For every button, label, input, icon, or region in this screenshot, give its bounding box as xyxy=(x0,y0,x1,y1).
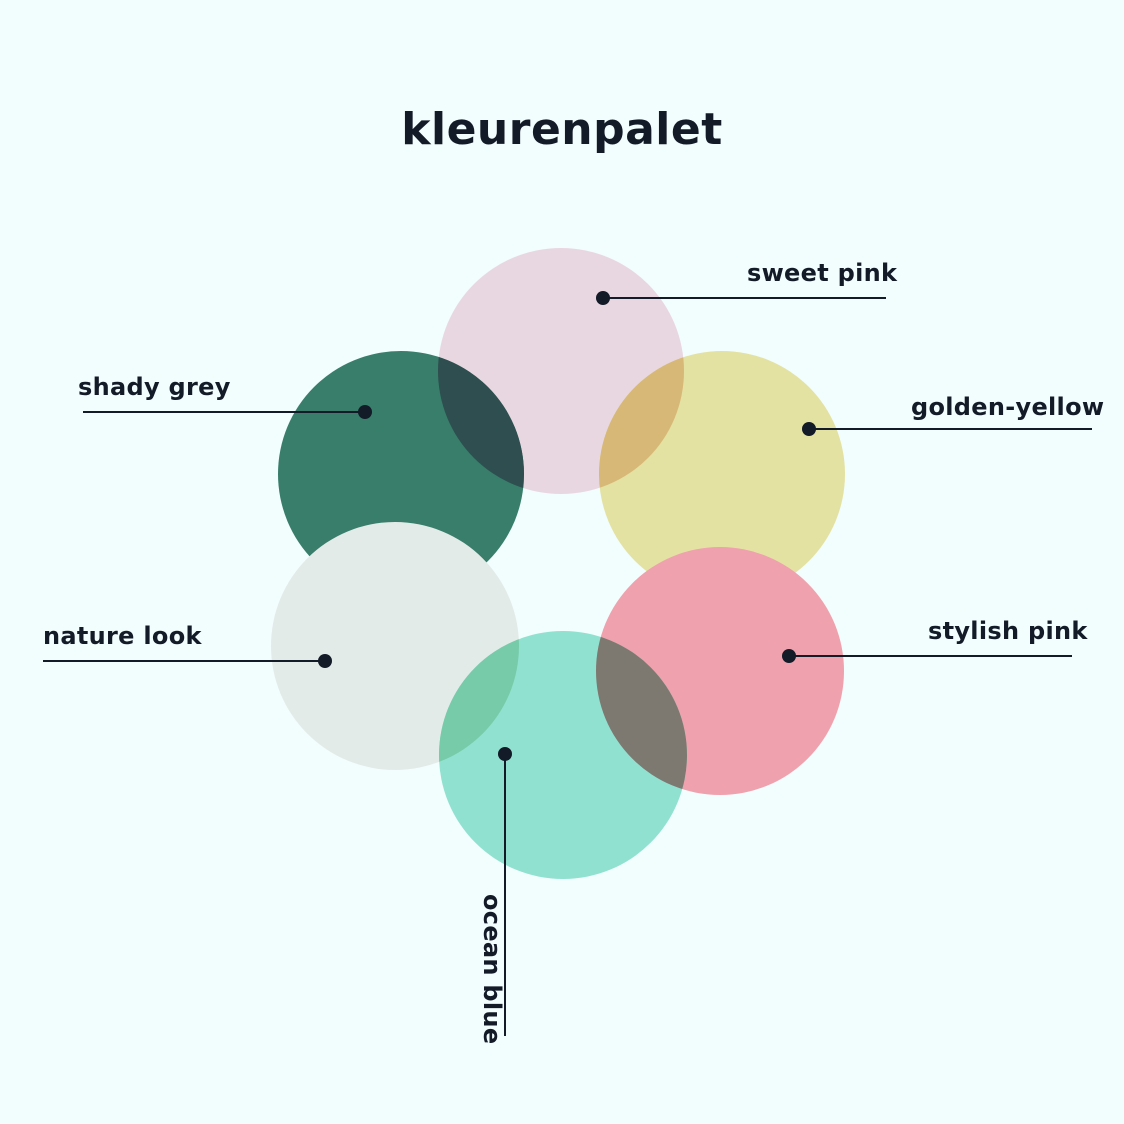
ocean-blue-label: ocean blue xyxy=(478,894,506,1045)
stylish-pink-dot xyxy=(782,649,796,663)
stylish-pink-label: stylish pink xyxy=(928,617,1088,645)
shady-grey-dot xyxy=(358,405,372,419)
shady-grey-label: shady grey xyxy=(78,373,231,401)
overlap-sweet-golden xyxy=(599,351,684,494)
sweet-pink-dot xyxy=(596,291,610,305)
golden-yellow-dot xyxy=(802,422,816,436)
ocean-blue-dot xyxy=(498,747,512,761)
page-title: kleurenpalet xyxy=(401,104,723,155)
overlap-shady-sweet xyxy=(438,351,524,494)
overlap-nature-ocean xyxy=(439,631,519,770)
golden-yellow-label: golden-yellow xyxy=(911,393,1105,421)
overlap-ocean-stylish xyxy=(596,631,687,795)
nature-look-label: nature look xyxy=(43,622,202,650)
sweet-pink-label: sweet pink xyxy=(747,259,898,287)
nature-look-dot xyxy=(318,654,332,668)
